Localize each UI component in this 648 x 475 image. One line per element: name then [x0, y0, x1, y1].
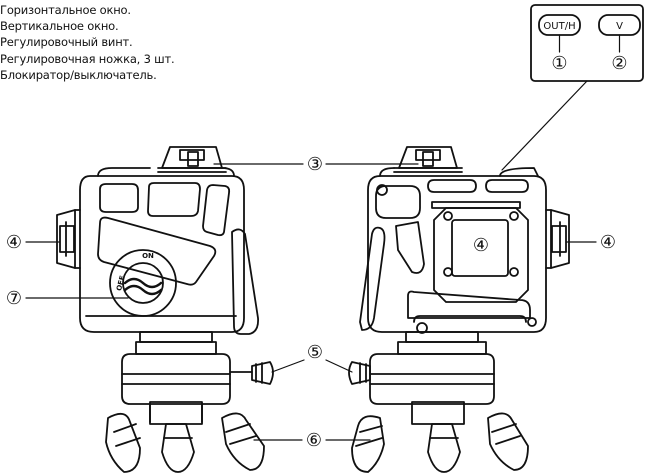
left-leg-3	[221, 412, 265, 471]
out-h-button-label: OUT/H	[543, 21, 575, 32]
callout-5: ⑤	[307, 342, 323, 363]
control-panel-inset: OUT/H V ① ②	[501, 4, 644, 171]
left-vent-2	[147, 182, 201, 217]
legend-item-4: Регулировочная ножка, 3 шт.	[0, 51, 175, 66]
legend-item-2: Вертикальное окно.	[0, 19, 119, 34]
left-leg-2	[161, 423, 195, 473]
legend-item-3: Регулировочный винт.	[0, 35, 133, 50]
legend-item-5: Блокиратор/выключатель.	[0, 67, 157, 82]
left-leg-1	[105, 412, 141, 473]
lock-switch-knob: ON OFF	[109, 249, 177, 317]
legend-item-1: Горизонтальное окно.	[0, 3, 131, 17]
callout-1: ①	[551, 53, 567, 74]
horizontal-window	[433, 207, 529, 303]
switch-off-label: OFF	[115, 275, 127, 292]
right-adjustment-screw	[348, 361, 371, 385]
right-laser-device	[348, 146, 570, 473]
callout-7: ⑦	[6, 288, 22, 309]
left-adjustment-screw	[251, 361, 274, 385]
callout-4-center: ④	[473, 235, 489, 256]
v-button-label: V	[616, 21, 623, 32]
callout-3: ③	[307, 154, 323, 175]
left-laser-device: ON OFF	[56, 146, 274, 473]
right-leg-1	[351, 415, 385, 473]
callout-4-left: ④	[6, 232, 22, 253]
left-vent-1	[99, 183, 139, 213]
callout-6: ⑥	[306, 430, 322, 451]
callout-4-right: ④	[600, 232, 616, 253]
legend-list: Горизонтальное окно. Вертикальное окно. …	[0, 2, 175, 83]
switch-on-label: ON	[142, 252, 154, 260]
right-leg-3	[487, 412, 529, 471]
callouts: ③ ④ ④ ④ ⑦ ⑤ ⑥	[6, 154, 616, 451]
callout-2: ②	[611, 53, 627, 74]
left-vent-3	[202, 184, 231, 237]
right-leg-2	[427, 423, 461, 473]
